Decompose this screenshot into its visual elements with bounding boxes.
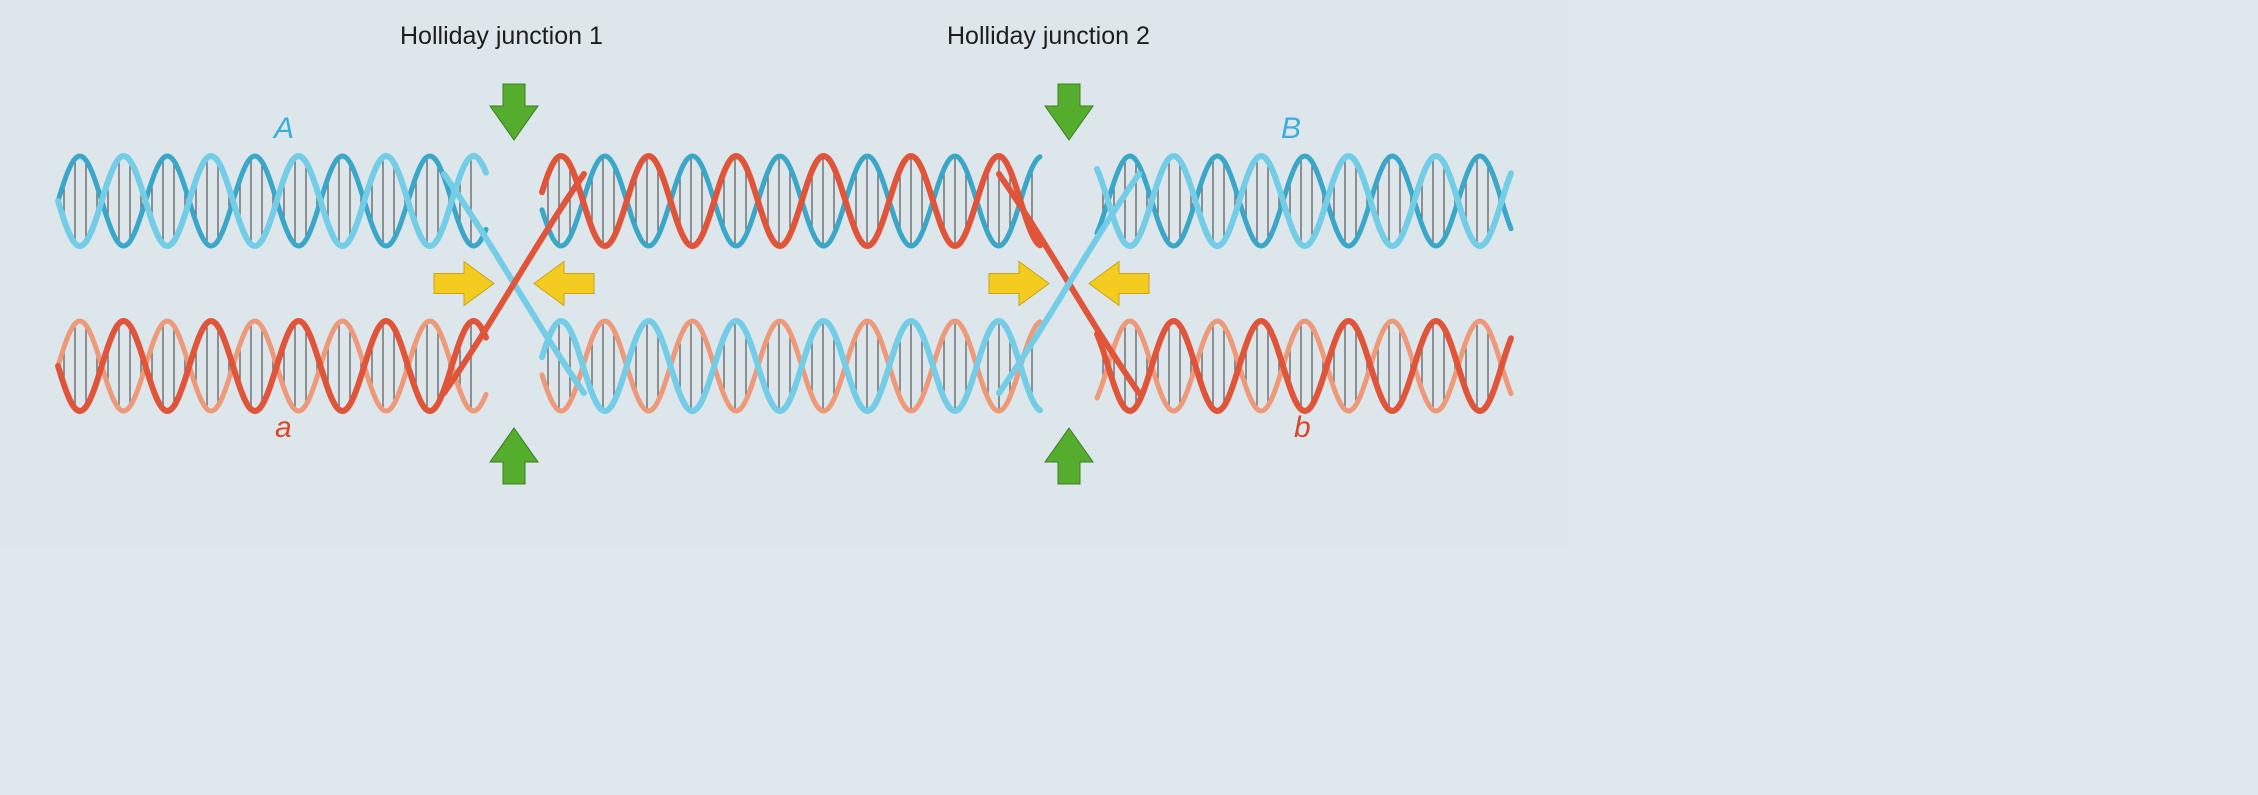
bot-helix-front-strand xyxy=(55,317,489,415)
allele-a-label: a xyxy=(275,411,292,444)
yellow-arrow-left-icon xyxy=(1088,260,1150,307)
holliday-junction-2-label: Holliday junction 2 xyxy=(947,22,1150,50)
bot-helix-back-strand xyxy=(539,318,1043,414)
front-strands xyxy=(55,152,1514,415)
green-arrow-up-icon xyxy=(1044,427,1094,485)
junction-arrows xyxy=(433,83,1150,485)
top-helix-front-strand xyxy=(55,152,489,250)
allele-B-label: B xyxy=(1281,112,1302,145)
dna-double-helix-canvas xyxy=(55,83,1514,485)
yellow-arrow-right-icon xyxy=(988,260,1050,307)
top-helix-back-strand xyxy=(1094,153,1514,249)
yellow-arrow-right-icon xyxy=(433,260,495,307)
allele-b-label: b xyxy=(1294,411,1311,444)
top-helix-back-strand xyxy=(539,153,1043,249)
holliday-junction-1-label: Holliday junction 1 xyxy=(400,22,603,50)
allele-A-label: A xyxy=(274,112,295,145)
top-helix-front-strand xyxy=(539,152,1043,250)
green-arrow-down-icon xyxy=(489,83,539,141)
junction-2-blue-crossing-strand xyxy=(996,171,1142,396)
bot-helix-front-strand xyxy=(539,317,1043,415)
green-arrow-down-icon xyxy=(1044,83,1094,141)
holliday-junction-diagram: Holliday junction 1 Holliday junction 2 … xyxy=(0,0,1568,550)
green-arrow-up-icon xyxy=(489,427,539,485)
bot-helix-back-strand xyxy=(55,318,489,414)
yellow-arrow-left-icon xyxy=(533,260,595,307)
top-helix-back-strand xyxy=(55,153,489,249)
back-strands xyxy=(55,153,1514,414)
top-helix-front-strand xyxy=(1094,152,1514,250)
bot-helix-front-strand xyxy=(1094,317,1514,415)
bot-helix-back-strand xyxy=(1094,318,1514,414)
junction-1-red-crossing-strand xyxy=(441,171,587,396)
